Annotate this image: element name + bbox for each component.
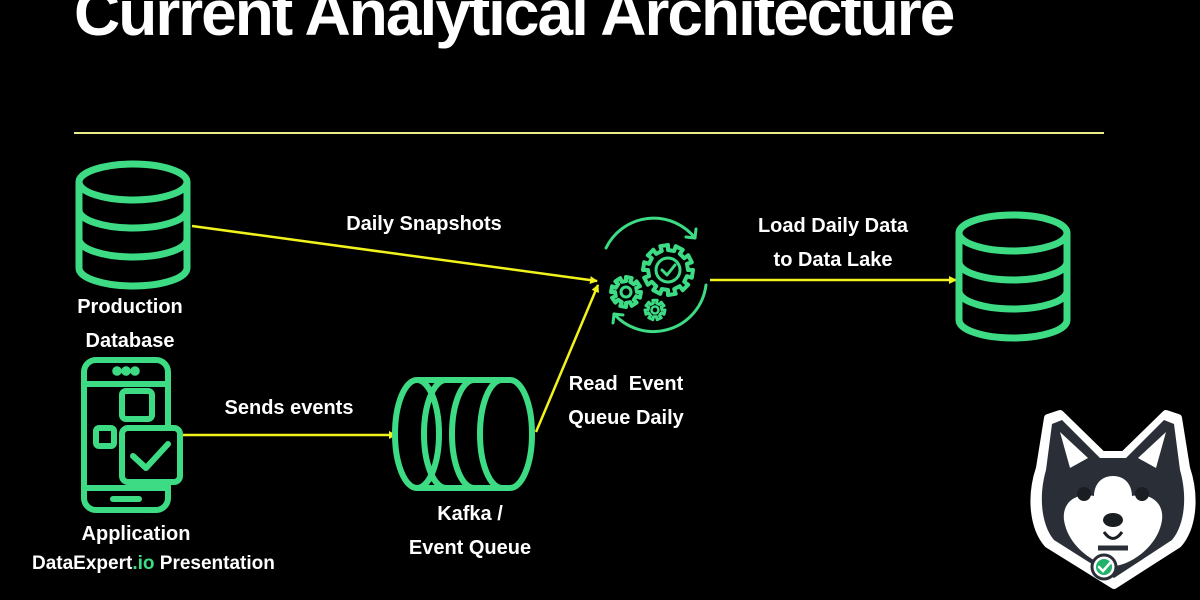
gear-icon: [643, 298, 667, 322]
brand-domain: .io: [132, 553, 155, 574]
sends-events-label: Sends events: [224, 397, 354, 419]
kafka-label-line2: Event Queue: [408, 537, 532, 559]
load-daily-data-line1: Load Daily Data: [757, 215, 909, 237]
database-icon: [955, 211, 1071, 342]
load-daily-data-label: Load Daily Data to Data Lake: [748, 209, 918, 277]
production-db-label-line2: Database: [85, 330, 175, 352]
check-badge-icon: [1090, 553, 1118, 581]
brand-suffix: Presentation: [154, 553, 275, 574]
gear-icon: [641, 243, 695, 297]
load-daily-data-line2: to Data Lake: [773, 249, 893, 271]
production-db-label-line1: Production: [77, 296, 183, 318]
arrow-daily-snapshots: [191, 224, 598, 285]
daily-snapshots-label: Daily Snapshots: [346, 213, 502, 235]
brand-name: DataExpert: [32, 553, 133, 574]
title-divider: [74, 132, 1104, 134]
slide-title: Current Analytical Architecture: [74, 0, 955, 49]
read-event-queue-line2: Queue Daily: [568, 407, 684, 429]
footer-branding: DataExpert.io Presentation: [32, 553, 275, 575]
kafka-label-line1: Kafka /: [437, 503, 503, 525]
application-label: Application: [81, 523, 191, 545]
arrow-read-event-queue: [534, 284, 600, 433]
read-event-queue-label: Read Event Queue Daily: [558, 367, 694, 435]
read-event-queue-line1: Read Event: [568, 373, 684, 395]
production-db-label: Production Database: [70, 290, 190, 358]
arrows: [183, 224, 957, 439]
smartphone-app-icon: [81, 357, 183, 513]
kafka-label: Kafka / Event Queue: [400, 497, 540, 565]
queue-cylinder-icon: [392, 377, 535, 491]
gears-cycle-icon: [604, 216, 708, 334]
database-icon: [75, 160, 191, 290]
husky-mascot-icon: [1030, 410, 1196, 589]
gear-icon: [609, 275, 643, 309]
